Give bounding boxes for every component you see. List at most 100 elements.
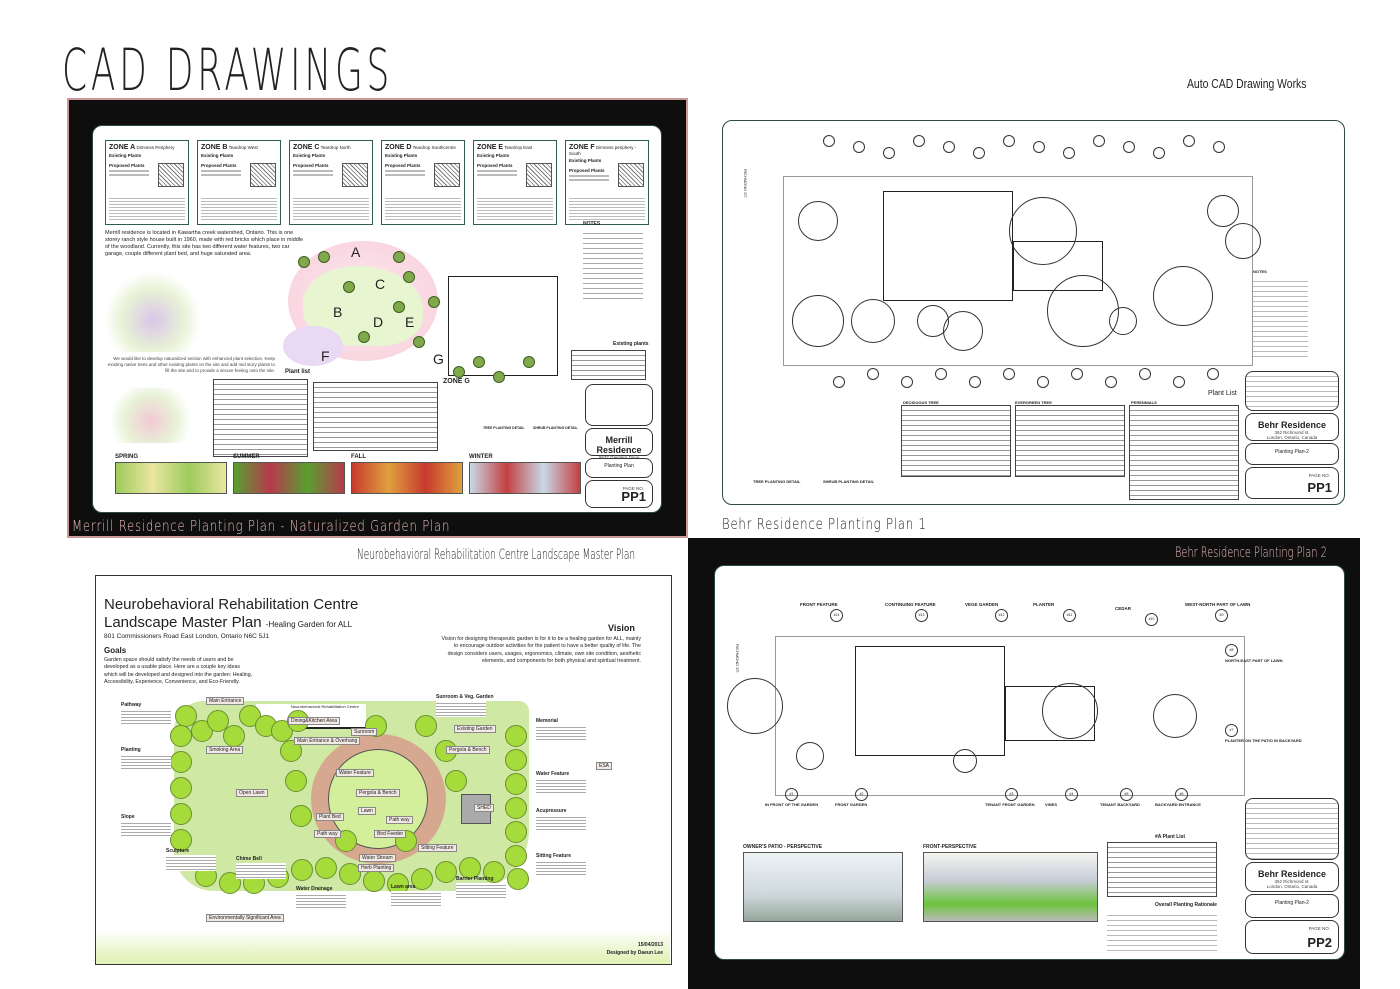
shrub-symbol [318, 251, 330, 263]
callout-title: NORTH-EAST PART OF LAWN [1225, 658, 1283, 663]
notes-heading: NOTES [1253, 269, 1267, 274]
annotation-heading: Memorial [536, 718, 558, 724]
notes-text [583, 229, 643, 299]
proposed-plants-label: Proposed Plants [477, 163, 513, 168]
plan-label: Water Stream [359, 854, 396, 862]
zone-letter: G [433, 351, 444, 367]
plant-tag [1003, 135, 1015, 147]
tree-symbol [1207, 195, 1239, 227]
tree-symbol [290, 805, 312, 827]
merrill-caption: Merrill Residence Planting Plan - Natura… [72, 517, 451, 535]
merrill-sheet: ZONE A Dimness Periphery Existing Plants… [92, 125, 662, 513]
season-plant-photos [469, 462, 581, 494]
plan-name: Planting Plan-2 [1275, 900, 1309, 906]
annotation-heading: Sitting Feature [536, 853, 572, 859]
title-block-plan: Planting Plan-2 [1245, 894, 1339, 918]
plan-label: Smoking Area [206, 746, 244, 754]
page-label: PAGE NO. [622, 486, 644, 491]
merrill-intro2: We would like to develop naturalized sec… [107, 356, 275, 373]
page-number: PP1 [621, 489, 646, 504]
tree-symbol [170, 803, 192, 825]
table-heading: DECIDUOUS TREE [903, 400, 939, 405]
plant-tag [867, 368, 879, 380]
behr2-caption: Behr Residence Planting Plan 2 [1175, 545, 1327, 561]
proposed-plants-label: Proposed Plants [109, 163, 145, 168]
evergreen-table [1015, 405, 1125, 477]
shrub-symbol [473, 356, 485, 368]
tree-symbol [285, 770, 307, 792]
title-block-plan: Planting Plan-2 [1245, 443, 1339, 465]
grass-wash [96, 929, 670, 964]
shrub-symbol [493, 371, 505, 383]
building-label: Neurobehavioral Rehabilitation Centre [291, 704, 359, 709]
annotation-text [536, 860, 586, 876]
neuro-caption: Neurobehavioral Rehabilitation Centre La… [357, 547, 635, 563]
callout-tag: #4 [1065, 788, 1078, 801]
season-label: WINTER [469, 454, 493, 460]
shrub-symbol [298, 256, 310, 268]
title-block-name: Merrill Residence8637 Glenfern Drive Kaw… [585, 428, 653, 465]
plant-tag [1183, 135, 1195, 147]
annotation-text [391, 891, 441, 907]
plant-list-table [213, 379, 308, 457]
tree-symbol [727, 678, 783, 734]
planting-pattern [618, 163, 644, 187]
neuro-title2-text: Landscape Master Plan [104, 614, 262, 631]
plan-label: Sitting Feature [418, 844, 457, 852]
annotation-text [536, 778, 586, 794]
zone-letter: B [333, 304, 343, 320]
plant-tag [1139, 368, 1151, 380]
plant-tag [883, 147, 895, 159]
shrub-symbol [343, 281, 355, 293]
tree-symbol [291, 859, 313, 881]
callout-tag: #6 [1175, 788, 1188, 801]
callout-tag: #5 [1120, 788, 1133, 801]
annotation-heading: Water Drainage [296, 886, 333, 892]
notes-text [1253, 277, 1308, 357]
tree-symbol [798, 201, 838, 241]
annotation-heading: Water Feature [536, 771, 570, 777]
annotation-heading: Lawn area [391, 884, 416, 890]
shrub-symbol [523, 356, 535, 368]
plant-tag [935, 368, 947, 380]
table-heading: PERENNIALS [1131, 400, 1157, 405]
merrill-intro: Merrill residence is located in Kawartha… [105, 230, 304, 258]
tree-symbol [363, 870, 385, 892]
annotation-text [536, 725, 586, 741]
shrub-symbol [403, 271, 415, 283]
plan-label: Path way [314, 830, 341, 838]
proposed-plants-label: Proposed Plants [385, 163, 421, 168]
tree-symbol [1153, 694, 1197, 738]
plant-tag [1071, 368, 1083, 380]
deciduous-table [901, 405, 1011, 477]
plant-tag [1093, 135, 1105, 147]
zone-description [569, 196, 645, 222]
plan-label: Sunroom [351, 728, 378, 736]
zone-letter: F [321, 348, 330, 364]
callout-tag: #13 [915, 609, 928, 622]
plant-list-heading: Plant List [1208, 390, 1237, 397]
tree-symbol [505, 749, 527, 771]
zone-letter: D [373, 314, 384, 330]
tree-symbol [207, 710, 229, 732]
tree-symbol [505, 797, 527, 819]
callout-tag: #8 [1225, 644, 1238, 657]
tree-symbol [411, 868, 433, 890]
plan-label: Path way [386, 816, 413, 824]
page-number: PP2 [1307, 935, 1332, 950]
plan-name: Planting Plan-2 [1275, 449, 1309, 455]
project-name: Behr Residence [1257, 420, 1327, 430]
plan-label: Herb Planting [358, 864, 395, 872]
zone-name: ZONE B [201, 144, 228, 151]
title-block-page: PAGE NO.PP1 [1245, 467, 1339, 499]
zone-g-table [313, 382, 438, 451]
zone-description [293, 196, 369, 222]
callout-title: TENANT FRONT GARDEN [985, 802, 1035, 807]
plan-label: SHED [474, 804, 494, 812]
plan-label: Pergola & Bench [356, 789, 400, 797]
plant-tag [943, 141, 955, 153]
page-label: PAGE NO. [1308, 926, 1330, 931]
shrub-symbol [393, 301, 405, 313]
plant-tag [913, 135, 925, 147]
season-plant-photos [351, 462, 463, 494]
